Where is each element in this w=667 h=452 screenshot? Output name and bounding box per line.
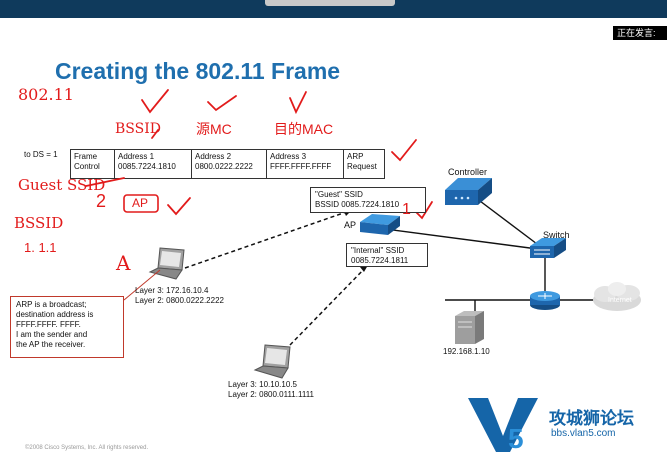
annotation-two: 2 — [96, 191, 107, 211]
svg-text:5: 5 — [508, 423, 524, 452]
annotation-src-mac: 源MC — [196, 121, 232, 137]
internet-cloud-icon — [593, 282, 641, 311]
arp-note-box: ARP is a broadcast; destination address … — [10, 296, 124, 358]
wireless-link-laptop1 — [184, 209, 353, 269]
annotation-bssid: BSSID — [115, 121, 161, 137]
checkmark-5 — [167, 197, 191, 216]
copyright-text: ©2008 Cisco Systems, Inc. All rights res… — [25, 445, 149, 451]
logo-url: bbs.vlan5.com — [551, 428, 616, 439]
wireless-link-laptop2 — [289, 264, 369, 346]
note-pointer — [123, 269, 161, 301]
underline-mark — [85, 177, 125, 187]
internet-label: Internet — [608, 297, 632, 304]
v5-logo-icon: 5 — [468, 398, 538, 452]
checkmark-4 — [391, 139, 417, 162]
top-bar — [0, 0, 667, 18]
annotation-a: A — [116, 251, 131, 275]
annotation-guest-ssid: Guest SSID — [18, 176, 106, 194]
handwritten-checkmarks — [85, 89, 433, 220]
server-icon — [455, 311, 484, 344]
switch-icon — [530, 238, 566, 258]
speaker-indicator: 正在发言: — [613, 26, 667, 40]
router-icon — [530, 291, 560, 310]
controller-icon — [445, 178, 492, 205]
annotation-dst-mac: 目的MAC — [274, 121, 334, 137]
ap-switch-link — [377, 227, 546, 251]
checkmark-2 — [207, 95, 237, 112]
tick-mark — [151, 129, 159, 139]
ap-circle-mark — [123, 194, 159, 213]
checkmark-3 — [289, 91, 307, 115]
controller-switch-link — [471, 194, 546, 251]
controller-label: Controller — [448, 167, 488, 177]
annotation-one: 1 — [402, 201, 411, 218]
logo-text: 攻城狮论坛 — [549, 409, 634, 428]
ap-label: AP — [344, 220, 357, 230]
annotation-802-11: 802.11 — [18, 85, 74, 104]
annotation-ap: AP — [132, 196, 149, 210]
annotation-bssid-2: BSSID — [14, 214, 64, 232]
access-point-icon — [360, 214, 400, 235]
annotation-1-1-1: 1. 1.1 — [24, 240, 57, 255]
switch-label: Switch — [543, 230, 570, 240]
laptop-icon-2 — [253, 344, 291, 379]
server-ip-label: 192.168.1.10 — [443, 347, 490, 356]
slide-title: Creating the 802.11 Frame — [55, 58, 341, 84]
checkmark-1 — [141, 89, 169, 114]
top-tab[interactable] — [265, 0, 395, 6]
laptop-icon-1 — [148, 247, 185, 280]
to-ds-label: to DS = 1 — [24, 150, 58, 159]
